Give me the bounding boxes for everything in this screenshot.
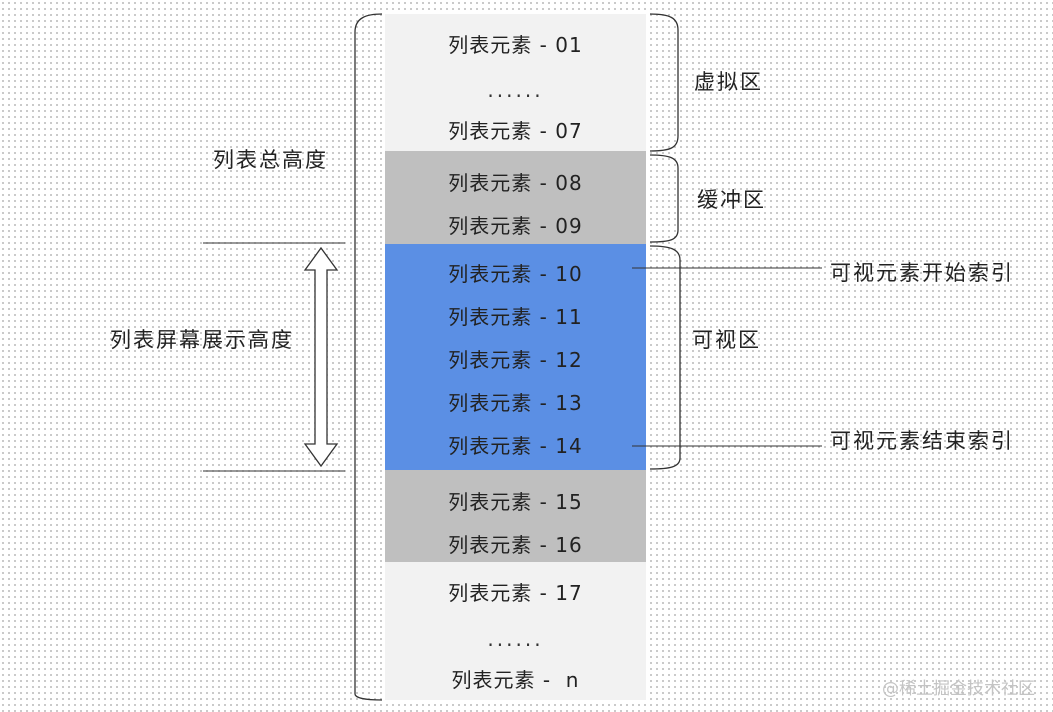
virtual-zone-brace (649, 13, 679, 152)
list-item-13: 列表元素 - 13 (448, 391, 583, 415)
zone-label-visible: 可视区 (692, 328, 761, 352)
list-item-15: 列表元素 - 15 (448, 490, 583, 514)
buffer-zone-brace (649, 154, 679, 243)
zone-label-virtual: 虚拟区 (694, 70, 763, 94)
list-item-08: 列表元素 - 08 (448, 171, 583, 195)
visible-zone-block (385, 244, 646, 470)
list-item-17: 列表元素 - 17 (448, 581, 583, 605)
buffer-zone-bottom-block (385, 470, 646, 562)
total-height-label: 列表总高度 (213, 148, 328, 172)
screen-height-double-arrow (303, 246, 339, 468)
virtual-zone-bottom-block (385, 562, 646, 700)
list-item-09: 列表元素 - 09 (448, 214, 583, 238)
watermark: @稀土掘金技术社区 (882, 679, 1035, 699)
list-item-11: 列表元素 - 11 (448, 305, 583, 329)
screen-height-label: 列表屏幕展示高度 (110, 328, 294, 352)
zone-label-buffer: 缓冲区 (697, 188, 766, 212)
start-index-label: 可视元素开始索引 (830, 261, 1014, 285)
list-item-12: 列表元素 - 12 (448, 348, 583, 372)
end-index-label: 可视元素结束索引 (830, 429, 1014, 453)
ellipsis-top: ...... (487, 78, 544, 102)
list-item-01: 列表元素 - 01 (448, 33, 583, 57)
list-item-16: 列表元素 - 16 (448, 533, 583, 557)
total-height-brace (354, 13, 383, 701)
list-item-14: 列表元素 - 14 (448, 434, 583, 458)
buffer-zone-top-block (385, 151, 646, 244)
list-item-10: 列表元素 - 10 (448, 262, 583, 286)
ellipsis-bottom: ...... (487, 627, 544, 651)
list-item-07: 列表元素 - 07 (448, 119, 583, 143)
virtual-zone-top-block (385, 14, 646, 151)
visible-zone-brace (649, 245, 681, 470)
list-item-n: 列表元素 - n (451, 668, 580, 692)
